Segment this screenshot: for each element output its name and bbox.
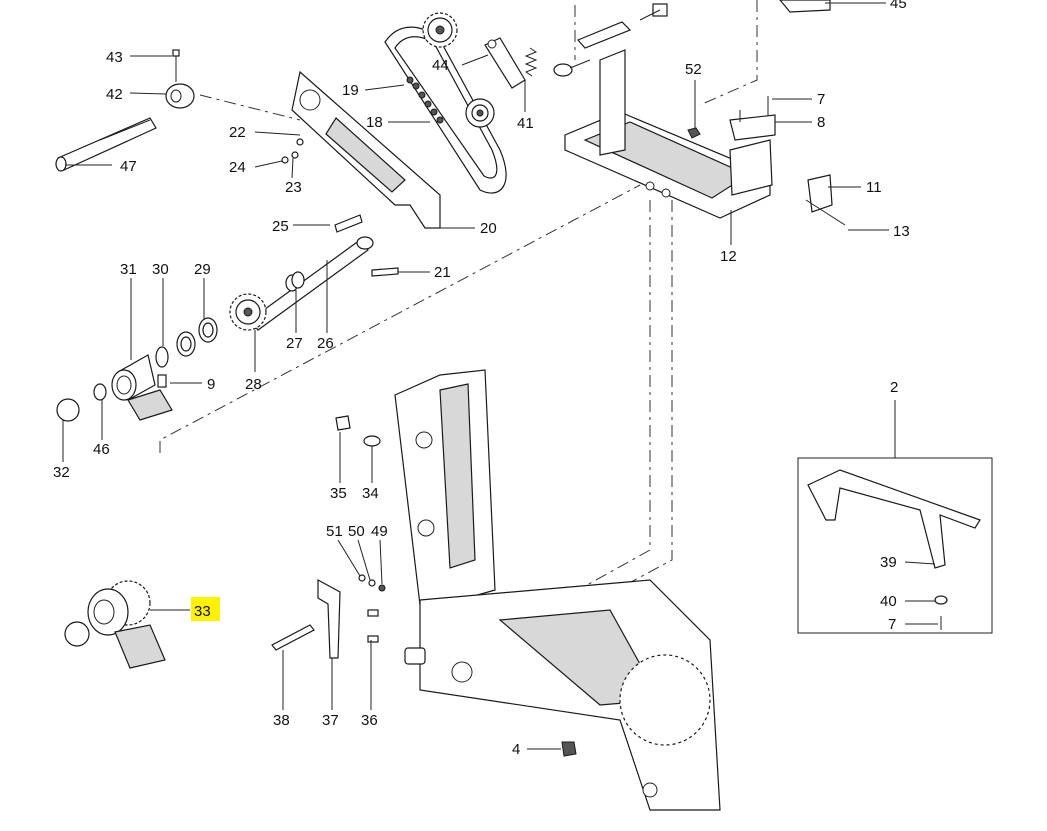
label-26[interactable]: 26 [317,335,334,352]
label-44[interactable]: 44 [432,57,449,74]
label-9[interactable]: 9 [207,376,215,393]
label-38[interactable]: 38 [273,712,290,729]
label-46[interactable]: 46 [93,441,110,458]
ball-32[interactable] [56,398,80,422]
bearing-29[interactable] [198,317,218,343]
shaft-47[interactable] [55,117,157,172]
label-18[interactable]: 18 [366,114,383,131]
label-33[interactable]: 33 [194,603,211,620]
mounting-frame-12[interactable] [564,21,773,219]
shaft-26[interactable] [249,236,374,331]
bolts-36[interactable] [367,609,379,643]
screw-43[interactable] [172,49,180,82]
bushing-27[interactable] [285,271,305,292]
chain-guard-20[interactable] [291,70,441,229]
label-28[interactable]: 28 [245,376,262,393]
bearing-housing-31[interactable] [111,354,173,421]
main-frame[interactable] [394,369,721,811]
label-40[interactable]: 40 [880,593,897,610]
fasteners-49-51[interactable] [358,574,386,592]
label-23[interactable]: 23 [285,179,302,196]
label-24[interactable]: 24 [229,159,246,176]
washers-22-24[interactable] [281,138,304,164]
label-41[interactable]: 41 [517,115,534,132]
label-51[interactable]: 51 [326,523,343,540]
label-32[interactable]: 32 [53,464,70,481]
part-labels: 43 42 47 22 24 23 25 19 18 20 21 44 41 3… [53,0,910,758]
label-8[interactable]: 8 [817,114,825,131]
pin-21[interactable] [371,267,399,277]
label-2[interactable]: 2 [890,379,898,396]
label-42[interactable]: 42 [106,86,123,103]
snap-ring[interactable] [155,346,169,368]
label-25[interactable]: 25 [272,218,289,235]
idler-pulley[interactable] [465,98,495,128]
label-29[interactable]: 29 [194,261,211,278]
label-31[interactable]: 31 [120,261,137,278]
label-50[interactable]: 50 [348,523,365,540]
label-34[interactable]: 34 [362,485,379,502]
screw-25[interactable] [334,214,363,233]
label-35[interactable]: 35 [330,485,347,502]
label-22[interactable]: 22 [229,124,246,141]
tensioner-arm-44[interactable] [484,37,526,89]
chain-18[interactable] [384,26,507,194]
arm-39[interactable] [807,469,981,569]
label-7-inset[interactable]: 7 [888,616,896,633]
label-43[interactable]: 43 [106,49,123,66]
label-52[interactable]: 52 [685,61,702,78]
chain-links-19 [406,76,444,124]
washer-34[interactable] [363,435,381,447]
label-39[interactable]: 39 [880,554,897,571]
leader-lines [62,2,938,750]
label-36[interactable]: 36 [361,712,378,729]
lever-37[interactable] [317,578,341,659]
screw-9[interactable] [157,374,167,388]
label-19[interactable]: 19 [342,82,359,99]
pin-left-frame[interactable] [553,59,591,77]
collar-42[interactable] [165,83,195,109]
label-27[interactable]: 27 [286,335,303,352]
sprocket-28[interactable] [229,293,267,331]
bracket-8[interactable] [729,96,776,141]
label-21[interactable]: 21 [434,264,451,281]
washer-40[interactable] [934,595,948,605]
label-30[interactable]: 30 [152,261,169,278]
bolt-top[interactable] [639,3,668,21]
bracket-45[interactable] [779,0,831,13]
oring-46[interactable] [93,383,107,401]
spring-41[interactable] [524,47,538,77]
label-12[interactable]: 12 [720,248,737,265]
label-13[interactable]: 13 [893,223,910,240]
bracket-11[interactable] [805,174,846,226]
bearing-assembly-33[interactable] [64,580,166,669]
label-49[interactable]: 49 [371,523,388,540]
label-37[interactable]: 37 [322,712,339,729]
label-7-top[interactable]: 7 [817,91,825,108]
label-11[interactable]: 11 [866,179,882,196]
label-33-highlight [191,597,220,621]
label-20[interactable]: 20 [480,220,497,237]
inset-box-2 [797,400,993,634]
label-45[interactable]: 45 [890,0,907,12]
sprocket-top[interactable] [422,12,458,48]
nut-4[interactable] [561,741,577,757]
bearing-30[interactable] [176,331,196,357]
label-47[interactable]: 47 [120,158,137,175]
nut-52[interactable] [687,127,701,139]
rod-38[interactable] [271,624,315,651]
nut-35[interactable] [335,415,351,431]
label-4[interactable]: 4 [512,741,520,758]
